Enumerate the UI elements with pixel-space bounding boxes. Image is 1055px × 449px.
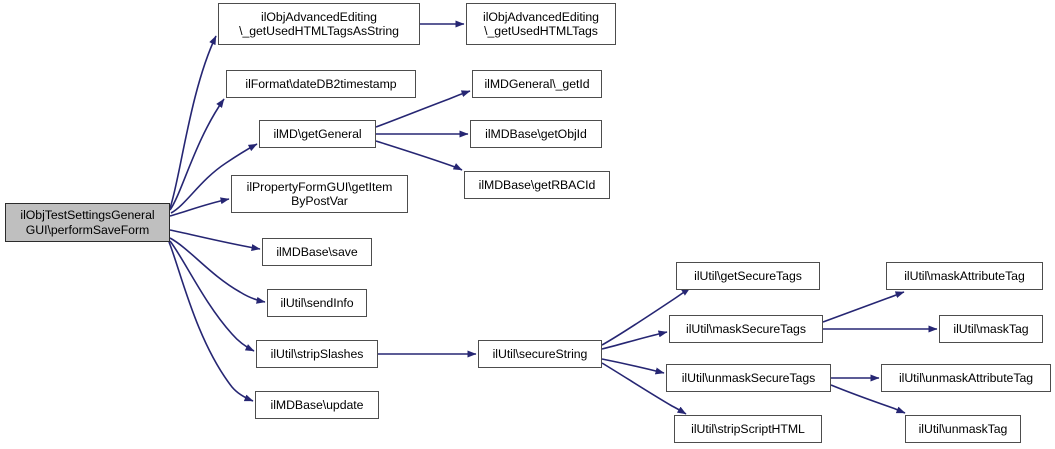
call-graph-node-n18[interactable]: ilUtil\maskAttributeTag bbox=[886, 262, 1043, 290]
call-edge-n5-to-n7 bbox=[375, 140, 463, 171]
call-edge-root-to-n3 bbox=[169, 98, 225, 211]
call-edge-root-to-n8 bbox=[169, 197, 230, 217]
call-graph-node-n2[interactable]: ilObjAdvancedEditing \_getUsedHTMLTags bbox=[466, 3, 616, 45]
call-edge-n13-to-n15 bbox=[601, 330, 668, 350]
call-edge-root-to-n9 bbox=[169, 229, 261, 252]
call-edge-n13-to-n14 bbox=[601, 287, 691, 346]
call-graph-node-n3[interactable]: ilFormat\dateDB2timestamp bbox=[226, 70, 416, 98]
call-graph-node-n20[interactable]: ilUtil\unmaskAttributeTag bbox=[881, 364, 1051, 392]
call-graph-node-n5[interactable]: ilMD\getGeneral bbox=[259, 120, 376, 148]
call-graph-node-root[interactable]: ilObjTestSettingsGeneral GUI\performSave… bbox=[5, 203, 170, 242]
call-edge-n5-to-n4 bbox=[375, 90, 471, 128]
call-graph-node-n17[interactable]: ilUtil\stripScriptHTML bbox=[674, 415, 822, 443]
call-graph-node-n11[interactable]: ilUtil\stripSlashes bbox=[256, 340, 378, 368]
call-graph-node-n15[interactable]: ilUtil\maskSecureTags bbox=[669, 315, 823, 343]
call-graph-node-n7[interactable]: ilMDBase\getRBACId bbox=[464, 171, 610, 199]
call-graph-node-n14[interactable]: ilUtil\getSecureTags bbox=[676, 262, 820, 290]
call-graph-node-n4[interactable]: ilMDGeneral\_getId bbox=[472, 70, 602, 98]
call-graph-node-n19[interactable]: ilUtil\maskTag bbox=[939, 315, 1043, 343]
call-graph-node-n10[interactable]: ilUtil\sendInfo bbox=[267, 289, 367, 317]
call-edge-n13-to-n17 bbox=[601, 362, 687, 415]
call-graph-node-n9[interactable]: ilMDBase\save bbox=[262, 238, 372, 266]
call-graph-node-n1[interactable]: ilObjAdvancedEditing \_getUsedHTMLTagsAs… bbox=[218, 3, 420, 45]
call-edge-n13-to-n16 bbox=[601, 358, 665, 375]
call-graph-node-n6[interactable]: ilMDBase\getObjId bbox=[470, 120, 602, 148]
call-edge-n15-to-n18 bbox=[822, 291, 905, 323]
call-graph-node-n13[interactable]: ilUtil\secureString bbox=[478, 340, 602, 368]
call-edge-root-to-n12 bbox=[168, 241, 254, 402]
call-graph-node-n21[interactable]: ilUtil\unmaskTag bbox=[905, 415, 1021, 443]
call-graph-node-n12[interactable]: ilMDBase\update bbox=[255, 391, 379, 419]
call-edge-root-to-n11 bbox=[169, 240, 255, 352]
call-graph-node-n8[interactable]: ilPropertyFormGUI\getItem ByPostVar bbox=[231, 175, 408, 213]
call-edge-root-to-n5 bbox=[170, 143, 258, 214]
call-edge-root-to-n1 bbox=[169, 35, 217, 209]
call-graph-node-n16[interactable]: ilUtil\unmaskSecureTags bbox=[666, 364, 831, 392]
call-edge-root-to-n10 bbox=[169, 237, 266, 304]
call-edge-n16-to-n21 bbox=[830, 384, 906, 414]
